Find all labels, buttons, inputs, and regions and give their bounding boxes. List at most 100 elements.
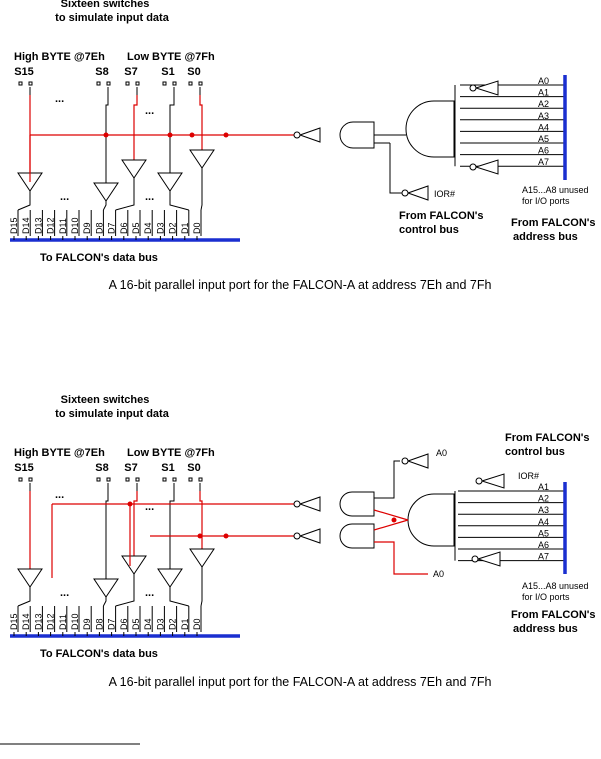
data-line-label: D6 (119, 618, 129, 630)
inverter-bubble (469, 84, 477, 92)
data-line-label: D3 (155, 618, 165, 630)
data-bus-label: To FALCON's data bus (40, 648, 158, 660)
switch-contact (96, 477, 101, 482)
ellipsis: ... (145, 587, 154, 599)
switch-contact (106, 477, 111, 482)
data-line-label: D4 (143, 222, 153, 234)
address-line-label: A2 (538, 494, 549, 504)
unused-note-1: A15...A8 unused (522, 581, 589, 591)
switch-to-buffer-wire (169, 95, 175, 173)
tristate-buffer-symbol (157, 568, 183, 588)
switch-to-buffer-wire (133, 95, 138, 160)
address-line-label: A5 (538, 134, 549, 144)
switch-contact (28, 81, 33, 86)
inverter-symbol (474, 80, 499, 96)
address-line-label: A2 (538, 99, 549, 109)
unused-note-2: for I/O ports (522, 196, 570, 206)
switch-contact (135, 81, 140, 86)
switch-to-buffer-wire (199, 95, 203, 150)
switch-contact (125, 477, 130, 482)
data-line-label: D5 (131, 222, 141, 234)
ellipsis: ... (145, 501, 154, 513)
control-bus-label-2: control bus (505, 446, 565, 458)
switch-contact (28, 477, 33, 482)
data-line-label: D8 (94, 618, 104, 630)
switch-contact (188, 81, 193, 86)
switch-contact (125, 81, 130, 86)
tristate-buffer-symbol (157, 172, 183, 192)
gate-wire (374, 460, 400, 499)
high-byte-label: High BYTE @7Eh (14, 447, 105, 459)
address-line-label: A0 (538, 76, 549, 86)
address-bus-label-2: address bus (513, 231, 578, 243)
switch-label: S0 (187, 462, 200, 474)
switch-to-buffer-wire (199, 491, 203, 549)
switch-contact (198, 81, 203, 86)
switch-contact (172, 81, 177, 86)
data-line-label: D7 (107, 222, 117, 234)
data-line-label: D2 (168, 618, 178, 630)
title-line-2: to simulate input data (55, 12, 170, 24)
switch-contact (18, 81, 23, 86)
junction-dot (103, 132, 109, 138)
junction-dot (391, 517, 397, 523)
inverter-bubble (293, 131, 301, 139)
address-line-label: A6 (538, 146, 549, 156)
data-line-label: D3 (155, 222, 165, 234)
control-bus-label-1: From FALCON's (505, 432, 590, 444)
address-line-label: A1 (538, 88, 549, 98)
inverter-symbol (406, 185, 429, 201)
data-line-label: D11 (58, 614, 68, 630)
ellipsis: ... (60, 191, 69, 203)
address-line-label: A1 (538, 482, 549, 492)
control-bus-label-2: control bus (399, 224, 459, 236)
address-line-label: A4 (538, 517, 549, 527)
high-byte-label: High BYTE @7Eh (14, 51, 105, 63)
switch-label: S7 (124, 66, 137, 78)
ior-label: IOR# (434, 189, 455, 199)
data-line-label: D14 (21, 217, 31, 234)
inverter-bubble (471, 555, 479, 563)
buffer-to-data-wire (200, 567, 203, 607)
switch-to-buffer-wire (133, 491, 138, 556)
tristate-buffer-symbol (93, 182, 119, 202)
switch-label: S8 (95, 66, 108, 78)
switch-label: S1 (161, 66, 174, 78)
switch-label: S1 (161, 462, 174, 474)
switch-contact (198, 477, 203, 482)
data-line-label: D15 (9, 613, 19, 630)
buffer-to-data-wire (102, 597, 107, 607)
data-line-label: D1 (180, 618, 190, 630)
a0-wire (374, 541, 428, 575)
tristate-buffer-symbol (189, 548, 215, 568)
data-line-label: D13 (33, 217, 43, 234)
switch-to-buffer-wire (105, 491, 109, 579)
data-line-label: D6 (119, 222, 129, 234)
tristate-buffer-symbol (121, 555, 147, 575)
data-line-label: D5 (131, 618, 141, 630)
address-line-label: A7 (538, 157, 549, 167)
and-gate-symbol (339, 121, 375, 149)
inverter-symbol (480, 473, 505, 489)
address-bus-label-2: address bus (513, 623, 578, 635)
data-line-label: D4 (143, 618, 153, 630)
inverter-bubble (475, 477, 483, 485)
switch-to-buffer-wire (105, 95, 109, 183)
ellipsis: ... (60, 587, 69, 599)
ellipsis: ... (55, 93, 64, 105)
address-line-label: A7 (538, 552, 549, 562)
junction-dot (189, 132, 195, 138)
tristate-buffer-symbol (189, 149, 215, 169)
buffer-to-data-wire (115, 178, 135, 211)
buffer-to-data-wire (17, 587, 31, 607)
gate-wire (373, 509, 409, 521)
inverter-bubble (293, 532, 301, 540)
data-line-label: D0 (192, 618, 202, 630)
data-line-label: D11 (58, 218, 68, 234)
inverter-symbol (474, 159, 499, 175)
inverter-symbol (406, 453, 429, 469)
switch-contact (96, 81, 101, 86)
address-line-label: A3 (538, 505, 549, 515)
switch-label: S8 (95, 462, 108, 474)
